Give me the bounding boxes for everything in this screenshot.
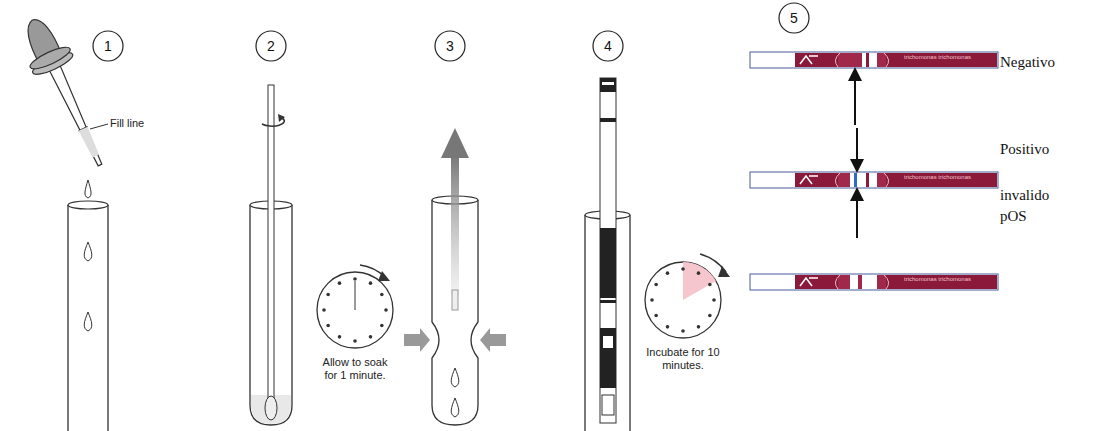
clock: [317, 265, 393, 348]
pointer-arrow: [856, 194, 858, 238]
step-number: 4: [592, 30, 624, 62]
step-number-text: 4: [592, 30, 624, 62]
test-tube: [68, 205, 108, 431]
step-note: Incubate for 10 minutes.: [643, 346, 723, 372]
test-strip: [750, 52, 998, 68]
strip-print: trichomonas trichomonas: [904, 54, 994, 60]
swab: [268, 85, 274, 405]
squeeze-arrow: [480, 328, 506, 352]
step-number-text: 2: [255, 30, 287, 62]
step-number: 2: [255, 30, 287, 62]
step-number: 5: [778, 2, 810, 34]
strip-print: trichomonas trichomonas: [904, 276, 994, 282]
drop: [85, 180, 91, 198]
test-strip: [750, 274, 998, 290]
drop: [84, 312, 92, 331]
result-label: Positivo: [1000, 141, 1049, 158]
squeeze-arrow: [404, 328, 430, 352]
swab: [452, 290, 458, 310]
leader-line: [90, 124, 108, 129]
test-strip: [750, 172, 998, 188]
strip-print: trichomonas trichomonas: [904, 174, 994, 180]
pointer-arrow: [856, 128, 858, 166]
pointer-arrow: [854, 74, 856, 125]
step-number-text: 5: [778, 2, 810, 34]
pull-arrow: [451, 155, 459, 295]
step-note: Allow to soak for 1 minute.: [315, 356, 395, 382]
test-strip: [600, 78, 616, 423]
result-label: pOS: [1000, 208, 1027, 225]
drop: [84, 242, 92, 261]
result-label: invalido: [1000, 187, 1049, 204]
step-number-text: 3: [434, 30, 466, 62]
step-number: 3: [434, 30, 466, 62]
step-number-text: 1: [92, 30, 124, 62]
result-label: Negativo: [1000, 54, 1055, 71]
step-number: 1: [92, 30, 124, 62]
part-label: Fill line: [110, 117, 144, 130]
clock: [645, 254, 730, 338]
